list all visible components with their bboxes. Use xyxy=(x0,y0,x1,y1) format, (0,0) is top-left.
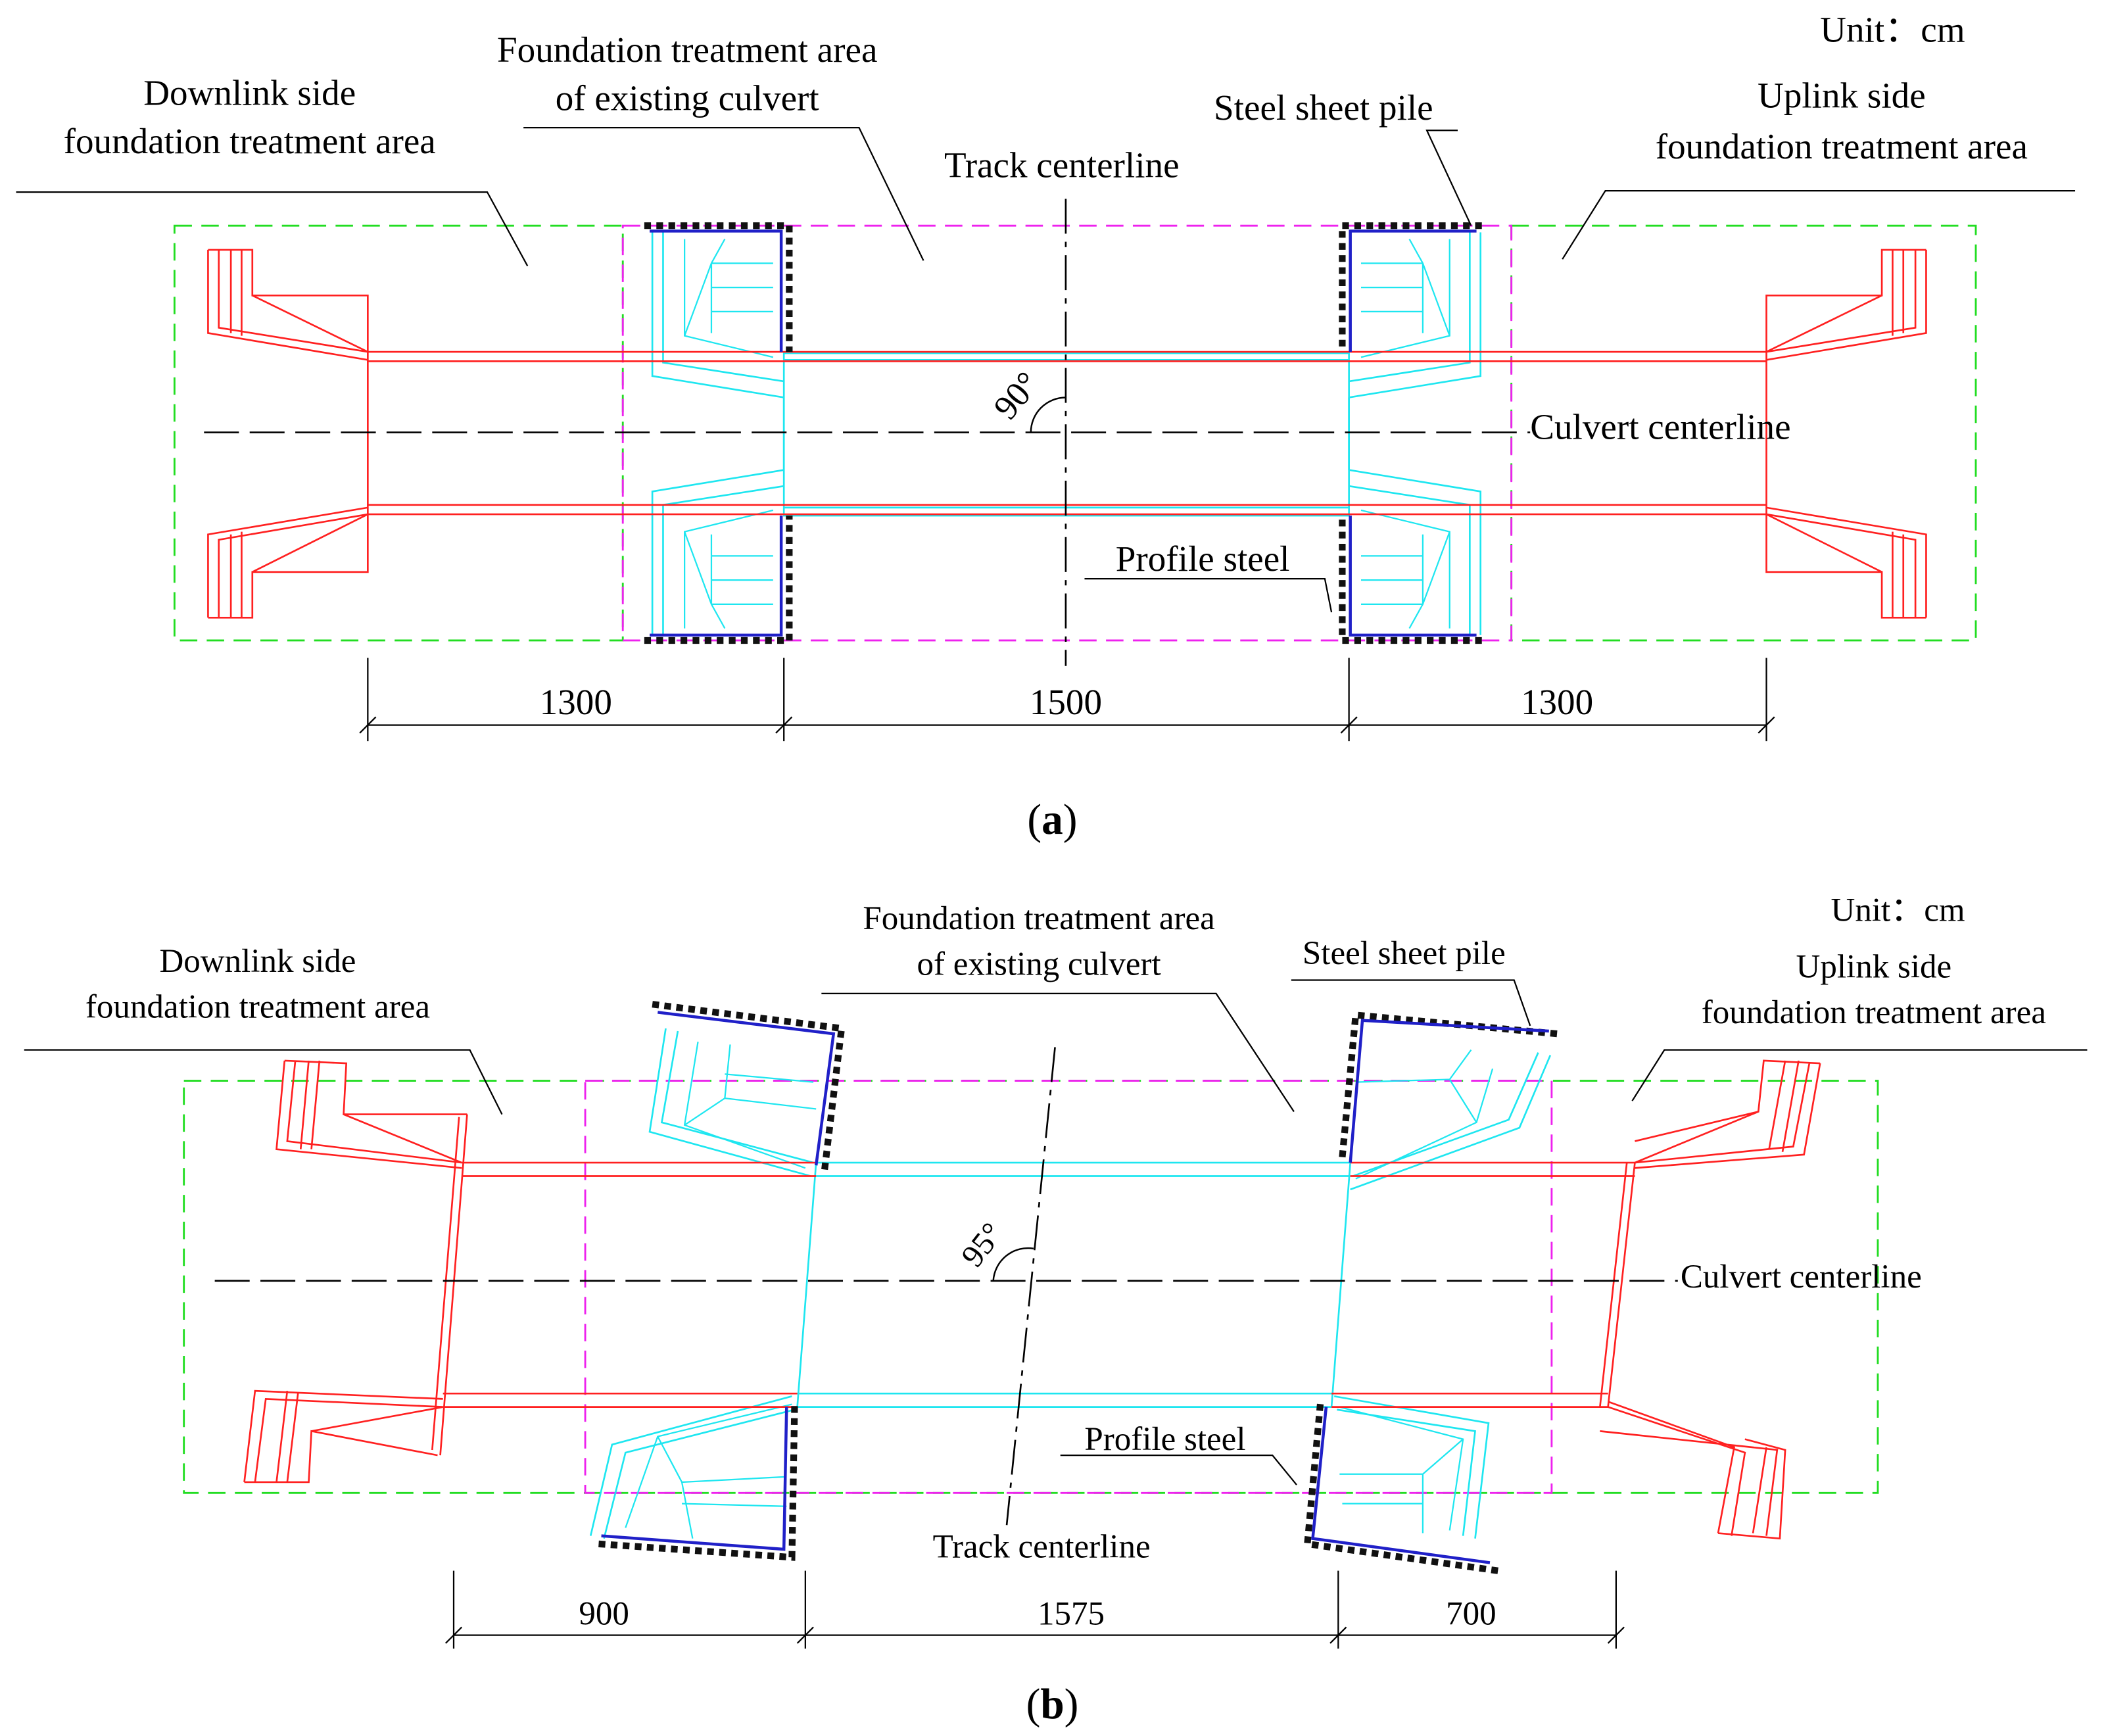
downlink-label-line1-a: Downlink side xyxy=(143,72,356,112)
dim-left-label-b: 900 xyxy=(579,1595,629,1632)
downlink-label-line2-b: foundation treatment area xyxy=(85,989,430,1026)
panel-a: Unit：cm Foundation treatment area of exi… xyxy=(16,10,2076,844)
dim-right-label-b: 700 xyxy=(1446,1595,1496,1632)
track-centerline-label-a: Track centerline xyxy=(944,145,1180,185)
caption-letter-a: a xyxy=(1041,796,1063,844)
culvert-centerline-label-a: Culvert centerline xyxy=(1530,407,1790,447)
existing-area-label-line2-a: of existing culvert xyxy=(556,78,819,118)
unit-label-a: Unit：cm xyxy=(1820,10,1965,50)
angle-arc-b xyxy=(992,1247,1034,1281)
culvert-centerline-label-b: Culvert centerline xyxy=(1681,1259,1922,1295)
dim-mid-label-b: 1575 xyxy=(1038,1595,1105,1632)
angle-label-a: 90° xyxy=(987,365,1047,427)
profile-steel-a xyxy=(650,229,1477,637)
existing-area-label-line1-a: Foundation treatment area xyxy=(497,30,877,70)
existing-culvert-treatment-area-b xyxy=(584,1080,1553,1494)
uplink-treatment-area xyxy=(1510,224,1977,642)
uplink-label-line1-a: Uplink side xyxy=(1758,76,1926,116)
dimension-line-b xyxy=(444,1570,1625,1649)
leader-lines-b xyxy=(24,979,2088,1485)
dim-mid-label-a: 1500 xyxy=(1030,682,1102,722)
caption-b: (b) xyxy=(1026,1681,1079,1728)
uplink-label-line2-b: foundation treatment area xyxy=(1702,994,2046,1031)
profile-steel-label-b: Profile steel xyxy=(1084,1421,1245,1458)
unit-label-b: Unit：cm xyxy=(1831,892,1965,929)
existing-area-label-line2-b: of existing culvert xyxy=(917,946,1161,982)
sheet-pile-label-a: Steel sheet pile xyxy=(1214,87,1433,128)
downlink-label-line2-a: foundation treatment area xyxy=(64,121,436,161)
wing-wall-details-b xyxy=(625,1042,1494,1539)
track-centerline-label-b: Track centerline xyxy=(933,1528,1151,1565)
existing-culvert-body-b xyxy=(589,1028,1552,1539)
uplink-label-line2-a: foundation treatment area xyxy=(1656,126,2028,166)
dim-left-label-a: 1300 xyxy=(540,682,612,722)
uplink-label-line1-b: Uplink side xyxy=(1796,948,1952,985)
steel-sheet-piles-a xyxy=(644,222,1482,644)
existing-area-label-line1-b: Foundation treatment area xyxy=(863,900,1214,937)
track-centerline-b xyxy=(1005,1047,1056,1526)
angle-arc-a xyxy=(1030,397,1066,433)
leader-lines-a xyxy=(16,127,2076,613)
steel-sheet-piles-b xyxy=(598,1001,1558,1574)
caption-a: (a) xyxy=(1027,796,1077,844)
wing-wall-details-a xyxy=(684,239,1450,629)
panel-b: Unit：cm Foundation treatment area of exi… xyxy=(24,892,2088,1728)
profile-steel-label-a: Profile steel xyxy=(1116,539,1290,579)
extension-structure-b xyxy=(243,1059,1821,1540)
extension-structure-a xyxy=(207,249,1927,619)
caption-letter-b: b xyxy=(1040,1681,1064,1728)
downlink-label-line1-b: Downlink side xyxy=(159,943,356,980)
angle-label-b: 95° xyxy=(954,1216,1011,1274)
dim-right-label-a: 1300 xyxy=(1521,682,1593,722)
profile-steel-b xyxy=(601,1011,1549,1564)
sheet-pile-label-b: Steel sheet pile xyxy=(1303,935,1506,972)
dimension-line-a xyxy=(359,658,1775,742)
